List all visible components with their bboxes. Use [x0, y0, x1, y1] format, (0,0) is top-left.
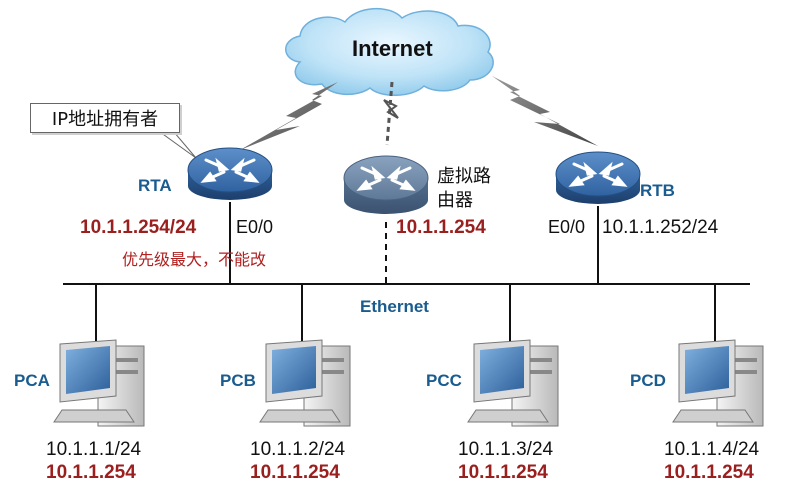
rtb-router-icon [555, 151, 641, 204]
virtual-router-name-line2: 由器 [437, 190, 473, 211]
pcd-name: PCD [630, 371, 666, 390]
rtb-ip: 10.1.1.252/24 [602, 217, 719, 238]
virtual-router-name-line1: 虚拟路 [437, 166, 491, 187]
pcc-ip: 10.1.1.3/24 [458, 439, 554, 460]
pcb-gateway: 10.1.1.254 [250, 462, 340, 483]
pcd-ip: 10.1.1.4/24 [664, 439, 760, 460]
rtb-interface: E0/0 [548, 217, 586, 237]
ip-owner-callout-text: IP地址拥有者 [51, 109, 159, 130]
pca-gateway: 10.1.1.254 [46, 462, 136, 483]
pcc-computer-icon [467, 339, 559, 427]
wan-link-rtb-icon [492, 76, 598, 146]
pcc-gateway: 10.1.1.254 [458, 462, 548, 483]
rta-priority-note: 优先级最大，不能改 [122, 250, 267, 269]
rta-ip: 10.1.1.254/24 [80, 217, 197, 238]
pcb-name: PCB [220, 371, 256, 390]
pca-computer-icon [53, 339, 145, 427]
pca-name: PCA [14, 371, 50, 390]
virtual-router-ip: 10.1.1.254 [396, 217, 486, 238]
pcd-computer-icon [672, 339, 764, 427]
rta-router-icon [187, 147, 273, 200]
pcc-name: PCC [426, 371, 462, 390]
wan-link-rta-icon [240, 82, 338, 150]
rta-interface: E0/0 [236, 217, 274, 237]
pcb-ip: 10.1.1.2/24 [250, 439, 346, 460]
rta-name: RTA [138, 176, 172, 195]
virtual-router-icon [343, 155, 429, 214]
pca-ip: 10.1.1.1/24 [46, 439, 142, 460]
callout-pointer [158, 131, 197, 159]
pcd-gateway: 10.1.1.254 [664, 462, 754, 483]
internet-label: Internet [352, 36, 433, 61]
pcb-computer-icon [259, 339, 351, 427]
rtb-name: RTB [640, 181, 675, 200]
internet-cloud-icon [285, 7, 494, 96]
ip-owner-callout: IP地址拥有者 [30, 103, 180, 133]
ethernet-label: Ethernet [360, 297, 429, 316]
virtual-wan-link-icon [383, 81, 399, 146]
